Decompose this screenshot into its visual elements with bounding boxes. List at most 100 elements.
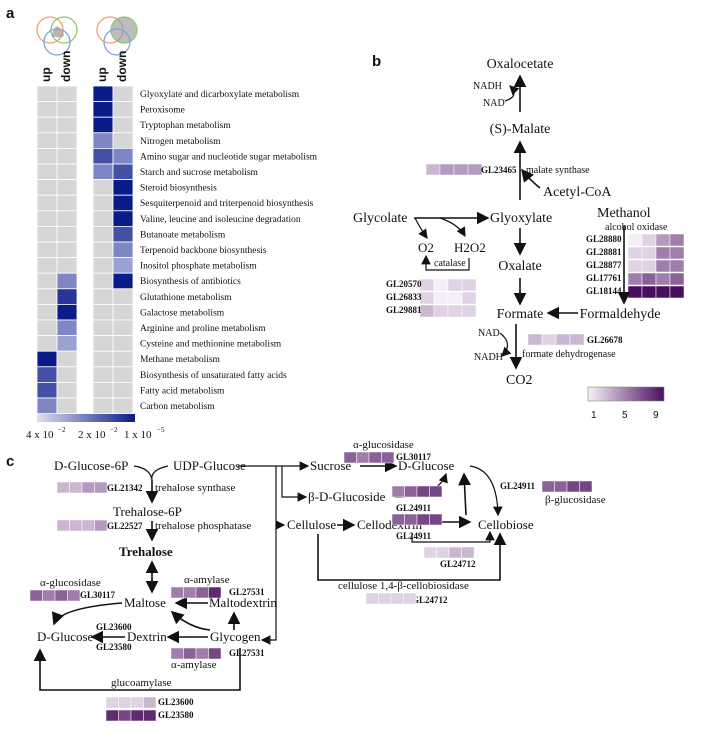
heat-cell (92, 194, 114, 212)
heat-cell (641, 259, 657, 273)
node-d-glucose-right: D-Glucose (398, 458, 455, 473)
legend-label-2: 2 x 10 (78, 429, 106, 441)
node-h2o2: H2O2 (454, 240, 486, 255)
pathway-heatmap (36, 85, 134, 415)
heat-cell (56, 319, 78, 337)
heat-cell (419, 304, 435, 318)
heat-cell (92, 257, 114, 274)
gene-gl28881: GL28881 (586, 247, 622, 257)
gene-gl26678: GL26678 (587, 335, 623, 345)
heat-cell (195, 647, 209, 660)
gene-gl24712-a: GL24712 (440, 559, 476, 569)
arrow-cellobiose-glucose (458, 472, 471, 516)
heat-cell (183, 647, 197, 660)
pathway-label: Valine, leucine and isoleucine degradati… (140, 215, 301, 225)
node-formate: Formate (497, 307, 544, 322)
heat-cell (56, 257, 78, 274)
heat-cell (391, 485, 405, 498)
fold-label-9: 9 (653, 410, 659, 421)
heat-cell (566, 480, 580, 493)
node-trehalose-6p: Trehalose-6P (113, 504, 182, 519)
heat-cell (56, 101, 78, 118)
heat-cell (368, 451, 382, 464)
heat-cell (112, 381, 134, 399)
heat-cell (554, 480, 568, 493)
heat-cell (419, 291, 435, 305)
label-alpha-glucosidase-left: α-glucosidase (40, 577, 101, 589)
node-nadh: NADH (473, 81, 502, 92)
heat-cell (655, 272, 671, 286)
pathway-label: Arginine and proline metabolism (140, 324, 266, 334)
gene-gl23600-gluco: GL23600 (158, 697, 194, 707)
gene-gl23580-gluco: GL23580 (158, 710, 194, 720)
pathway-label: Peroxisome (140, 106, 185, 116)
heat-cell (208, 647, 222, 660)
heat-cell (92, 116, 114, 134)
gene-gl18144: GL18144 (586, 286, 622, 296)
node-co2: CO2 (506, 373, 532, 388)
node-udp-glucose: UDP-Glucose (173, 458, 246, 473)
heat-cell (356, 451, 370, 464)
direction-label-down: down (59, 51, 73, 82)
heat-cell (56, 519, 70, 532)
heat-cell (112, 319, 134, 337)
heat-cell (429, 513, 443, 526)
heat-cell (461, 291, 477, 305)
arrow-maltose-glucose (51, 602, 123, 626)
gene-gl17761: GL17761 (586, 273, 622, 283)
heat-cell (118, 696, 132, 709)
label-alpha-amylase-top: α-amylase (184, 574, 230, 586)
pathway-label: Nitrogen metabolism (140, 137, 221, 147)
gene-gl20570: GL20570 (386, 279, 422, 289)
panel-b-label: b (372, 53, 381, 70)
heat-cell (527, 333, 543, 346)
gene-gl24911-a: GL24911 (396, 503, 432, 513)
pathway-labels: Glyoxylate and dicarboxylate metabolismP… (140, 90, 318, 412)
heat-cell (36, 241, 58, 259)
heat-cell (94, 519, 108, 532)
heat-cell (36, 116, 58, 134)
heat-cell (343, 451, 357, 464)
arrow-cellodextrin-cellobiose-2 (411, 530, 495, 543)
heat-cell (42, 589, 56, 602)
heat-cell (461, 304, 477, 318)
gene-gl23580-dextrin: GL23580 (96, 642, 132, 652)
heat-cell (92, 241, 114, 259)
heat-cell (130, 696, 144, 709)
heat-cell (112, 116, 134, 134)
heat-cell (56, 163, 78, 181)
heat-cell (69, 481, 83, 494)
heat-cell (92, 335, 114, 352)
heat-cell (92, 397, 114, 415)
heat-cell (419, 278, 435, 292)
heat-cell (453, 163, 469, 176)
heat-cell (461, 546, 475, 559)
node-formaldehyde: Formaldehyde (580, 307, 661, 322)
heat-cell (183, 586, 197, 599)
gene-gl30117-top: GL30117 (396, 452, 432, 462)
heat-cell (36, 366, 58, 383)
direction-label-down: down (115, 51, 129, 82)
legend-label-1: 4 x 10 (26, 429, 54, 441)
heat-cell (112, 335, 134, 352)
heat-cell (92, 85, 114, 103)
heat-cell (627, 272, 643, 286)
direction-label-up: up (95, 67, 109, 82)
heat-cell (56, 241, 78, 259)
heat-cell (404, 485, 418, 498)
heat-cell (92, 381, 114, 399)
gene-gl23465: GL23465 (481, 165, 517, 175)
malate-synthase-heatmap: GL23465 malate synthase (425, 163, 590, 176)
arrow-to-o2 (414, 217, 428, 239)
legend-exp-3: −5 (157, 426, 165, 434)
heat-cell (541, 480, 555, 493)
heat-cell (436, 546, 450, 559)
heat-cell (669, 259, 685, 273)
gene-gl29881: GL29881 (386, 305, 422, 315)
heat-cell (29, 589, 43, 602)
node-sucrose: Sucrose (310, 458, 351, 473)
heat-cell (390, 592, 404, 605)
legend-exp-1: −2 (58, 426, 66, 434)
node-glycogen: Glycogen (210, 629, 261, 644)
